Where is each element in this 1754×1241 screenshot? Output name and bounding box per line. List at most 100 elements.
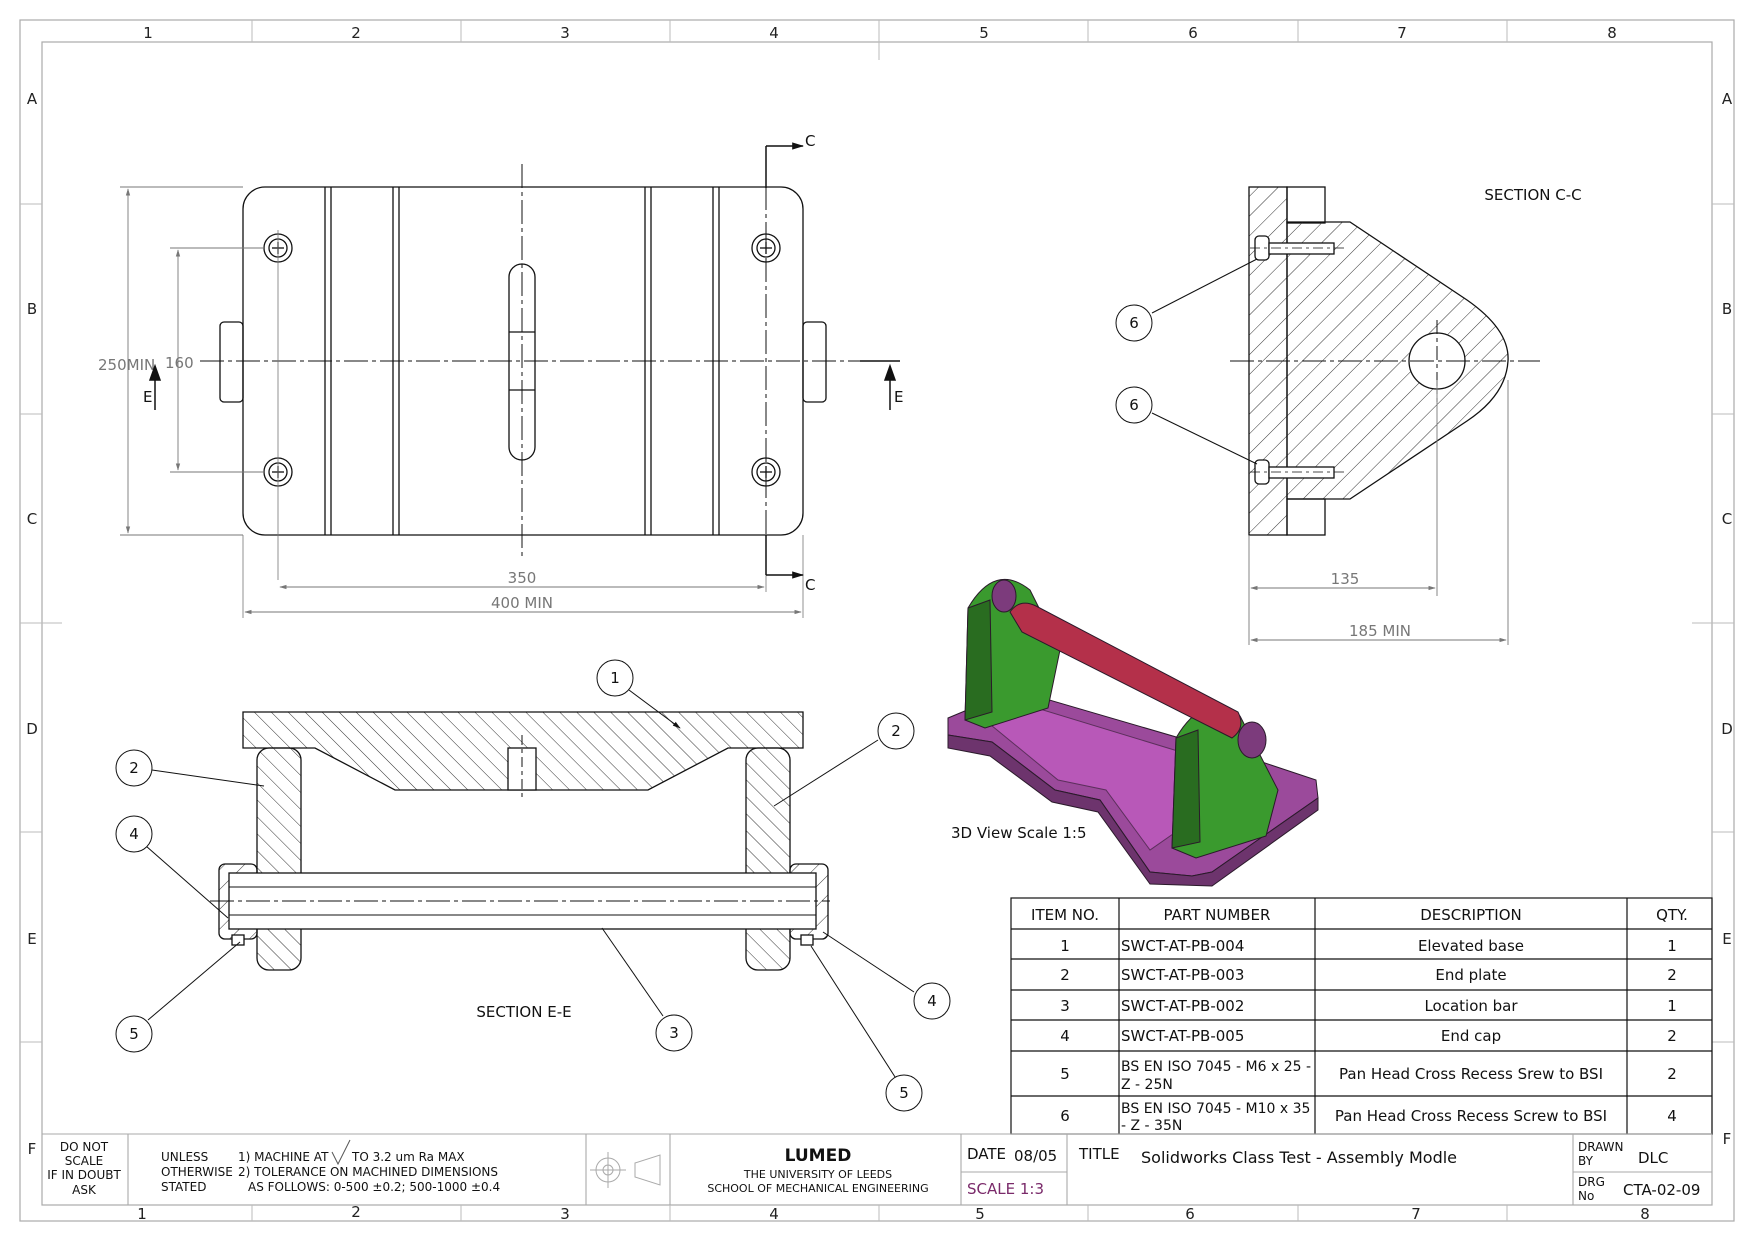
bom-item: 1 — [1060, 937, 1070, 955]
zone-row-right-c: C — [1722, 510, 1732, 528]
section-cc-dimensions — [1248, 380, 1509, 645]
tolerance-notes: UNLESS OTHERWISE STATED 1) MACHINE AT TO… — [161, 1139, 500, 1194]
dim-350: 350 — [508, 569, 537, 587]
zone-col-top-6: 6 — [1188, 24, 1198, 42]
cut-marker-c-top: C — [805, 132, 815, 150]
balloon-3: 3 — [669, 1024, 679, 1042]
bom-qty: 1 — [1667, 997, 1677, 1015]
zone-row-left-b: B — [27, 300, 37, 318]
date-value: 08/05 — [1014, 1147, 1057, 1165]
bom-part: SWCT-AT-PB-002 — [1121, 997, 1244, 1015]
bom-qty: 2 — [1667, 1027, 1677, 1045]
title-value: Solidworks Class Test - Assembly Modle — [1141, 1148, 1457, 1167]
zone-row-left-f: F — [28, 1140, 37, 1158]
dim-185-min: 185 MIN — [1349, 622, 1411, 640]
balloon-6-upper: 6 — [1129, 314, 1139, 332]
zone-col-bottom-6: 6 — [1185, 1205, 1195, 1223]
svg-text:1) MACHINE AT: 1) MACHINE AT — [238, 1150, 329, 1164]
bom-description: End cap — [1441, 1027, 1501, 1045]
bom-description: Pan Head Cross Recess Screw to BSI — [1335, 1107, 1607, 1125]
bom-row-5: 5 BS EN ISO 7045 - M6 x 25 - Z - 25N Pan… — [1060, 1059, 1677, 1093]
bom-part: SWCT-AT-PB-005 — [1121, 1027, 1244, 1045]
balloon-5-right: 5 — [899, 1084, 909, 1102]
title-block — [42, 1133, 1712, 1205]
bom-table — [1010, 897, 1713, 1135]
zone-row-left-c: C — [27, 510, 37, 528]
dim-400-min: 400 MIN — [491, 594, 553, 612]
drg-label-2: No — [1578, 1189, 1594, 1203]
bom-row-4: 4 SWCT-AT-PB-005 End cap 2 — [1060, 1027, 1677, 1045]
front-view-dimensions — [120, 186, 802, 615]
balloon-4-right: 4 — [927, 992, 937, 1010]
section-ee-balloon-leaders — [145, 689, 915, 1081]
front-view-right-boss — [802, 321, 827, 403]
bom-part-line-2: Z - 25N — [1121, 1077, 1173, 1093]
bom-description: End plate — [1435, 966, 1506, 984]
bom-item: 2 — [1060, 966, 1070, 984]
bom-header-description: DESCRIPTION — [1420, 906, 1522, 924]
bom-item: 5 — [1060, 1065, 1070, 1083]
svg-text:SCALE: SCALE — [65, 1154, 103, 1168]
bom-qty: 1 — [1667, 937, 1677, 955]
zone-ticks — [20, 20, 1734, 1221]
bom-part: SWCT-AT-PB-004 — [1121, 937, 1244, 955]
zone-col-bottom-1: 1 — [137, 1205, 147, 1223]
surface-finish-icon — [331, 1139, 351, 1166]
zone-labels: 1 2 3 4 5 6 7 8 1 2 3 4 5 6 7 8 A B C D … — [26, 24, 1733, 1223]
bom-row-6: 6 BS EN ISO 7045 - M10 x 35 - Z - 35N Pa… — [1060, 1101, 1677, 1134]
zone-row-right-f: F — [1723, 1130, 1732, 1148]
do-not-scale-note: DO NOT SCALE IF IN DOUBT ASK — [47, 1140, 121, 1197]
svg-text:OTHERWISE: OTHERWISE — [161, 1165, 233, 1179]
zone-col-top-4: 4 — [769, 24, 779, 42]
university-name: THE UNIVERSITY OF LEEDS — [743, 1168, 892, 1181]
title-label: TITLE — [1078, 1145, 1120, 1163]
zone-row-left-d: D — [26, 720, 38, 738]
svg-text:UNLESS: UNLESS — [161, 1150, 208, 1164]
svg-text:TO 3.2 um Ra MAX: TO 3.2 um Ra MAX — [351, 1150, 465, 1164]
date-label: DATE — [967, 1145, 1006, 1163]
view-3d-location-bar — [1009, 602, 1242, 739]
drawn-by-value: DLC — [1638, 1149, 1668, 1167]
section-cc-balloons — [1115, 258, 1258, 465]
section-cc-title: SECTION C-C — [1484, 186, 1581, 204]
bom-item: 4 — [1060, 1027, 1070, 1045]
cut-marker-c-bottom: C — [805, 576, 815, 594]
zone-col-top-5: 5 — [979, 24, 989, 42]
section-ee-left-end-plate — [256, 747, 302, 971]
drg-value: CTA-02-09 — [1623, 1181, 1700, 1199]
svg-text:DO NOT: DO NOT — [60, 1140, 109, 1154]
drawn-by-label-2: BY — [1578, 1154, 1594, 1168]
front-view — [200, 150, 890, 618]
svg-text:2) TOLERANCE ON MACHINED DIMEN: 2) TOLERANCE ON MACHINED DIMENSIONS — [238, 1165, 498, 1179]
zone-row-right-e: E — [1722, 930, 1731, 948]
bom-part-line-1: BS EN ISO 7045 - M10 x 35 — [1121, 1101, 1310, 1117]
section-cc-view — [1230, 186, 1540, 536]
section-ee-view — [210, 711, 830, 971]
zone-row-left-e: E — [27, 930, 36, 948]
zone-col-bottom-5: 5 — [975, 1205, 985, 1223]
zone-col-top-8: 8 — [1607, 24, 1617, 42]
section-cut-markers — [148, 142, 900, 579]
zone-col-bottom-8: 8 — [1640, 1205, 1650, 1223]
bom-header-qty: QTY. — [1656, 906, 1688, 924]
bom-qty: 2 — [1667, 966, 1677, 984]
zone-col-bottom-3: 3 — [560, 1205, 570, 1223]
section-marker-e-left: E — [143, 388, 152, 406]
section-ee-balloon-circles — [115, 659, 951, 1112]
bom-description: Elevated base — [1418, 937, 1524, 955]
bom-header-item: ITEM NO. — [1031, 906, 1099, 924]
zone-row-right-a: A — [1722, 90, 1733, 108]
outer-border — [19, 19, 1735, 1222]
svg-text:AS FOLLOWS: 0-500 ±0.2; 500-10: AS FOLLOWS: 0-500 ±0.2; 500-1000 ±0.4 — [248, 1180, 500, 1194]
zone-col-bottom-7: 7 — [1411, 1205, 1421, 1223]
view-3d-caption: 3D View Scale 1:5 — [951, 824, 1087, 842]
dim-160: 160 — [165, 354, 194, 372]
drg-label-1: DRG — [1578, 1175, 1605, 1189]
svg-text:ASK: ASK — [72, 1183, 97, 1197]
bom-qty: 4 — [1667, 1107, 1677, 1125]
bom-part-line-2: - Z - 35N — [1121, 1118, 1182, 1134]
dim-135: 135 — [1331, 570, 1360, 588]
section-marker-e-right: E — [894, 388, 903, 406]
balloon-2-left: 2 — [129, 759, 139, 777]
